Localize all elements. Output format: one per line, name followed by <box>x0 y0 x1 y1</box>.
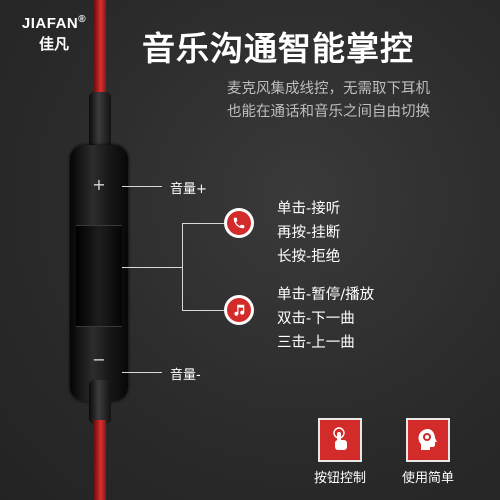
head-gear-icon <box>418 429 437 450</box>
subtitle-line-2: 也能在通话和音乐之间自由切换 <box>227 104 430 120</box>
page-title: 音乐沟通智能掌控 <box>142 29 414 68</box>
registered-mark: ® <box>78 14 87 25</box>
volume-down-symbol: − <box>92 350 106 369</box>
remote-center-button <box>76 225 122 327</box>
call-function-single: 单击-接听 <box>277 201 341 217</box>
brand-logo-text: JIAFAN® <box>21 14 87 32</box>
subtitle-line-1: 麦克风集成线控，无需取下耳机 <box>227 81 430 97</box>
page-subtitle: 麦克风集成线控，无需取下耳机 也能在通话和音乐之间自由切换 <box>227 78 430 124</box>
volume-up-label: 音量+ <box>170 182 207 197</box>
center-connector-line <box>122 267 182 268</box>
feature-easy-use-label: 使用简单 <box>401 471 454 486</box>
music-function-double: 双击-下一曲 <box>277 311 355 327</box>
feature-button-control-label: 按钮控制 <box>313 471 366 486</box>
bracket-call-line <box>182 223 225 224</box>
phone-icon <box>224 208 254 238</box>
brand-logo: JIAFAN® 佳凡 <box>8 14 100 54</box>
music-function-single: 单击-暂停/播放 <box>277 287 375 303</box>
finger-press-icon <box>333 427 347 450</box>
phone-glyph <box>233 217 245 229</box>
feature-button-control-icon <box>318 418 362 462</box>
volume-down-label: 音量- <box>170 368 201 383</box>
volume-up-symbol: + <box>92 175 106 194</box>
cable-bottom <box>94 420 106 500</box>
feature-easy-use-icon <box>406 418 450 462</box>
remote-collar-bottom <box>89 380 111 424</box>
music-note-icon <box>224 295 254 325</box>
call-function-again: 再按-挂断 <box>277 225 341 241</box>
cable-top <box>94 0 106 95</box>
music-note-glyph <box>234 304 245 316</box>
volume-up-line <box>122 186 162 187</box>
bracket-music-line <box>182 310 225 311</box>
remote-collar-top <box>89 92 111 148</box>
volume-down-line <box>122 372 162 373</box>
music-function-triple: 三击-上一曲 <box>277 335 355 351</box>
call-function-long: 长按-拒绝 <box>277 249 341 265</box>
call-function-list: 单击-接听 再按-挂断 长按-拒绝 <box>277 197 340 269</box>
brand-logo-cn: 佳凡 <box>38 35 69 53</box>
bracket-vertical-line <box>182 223 183 311</box>
music-function-list: 单击-暂停/播放 双击-下一曲 三击-上一曲 <box>277 283 374 355</box>
